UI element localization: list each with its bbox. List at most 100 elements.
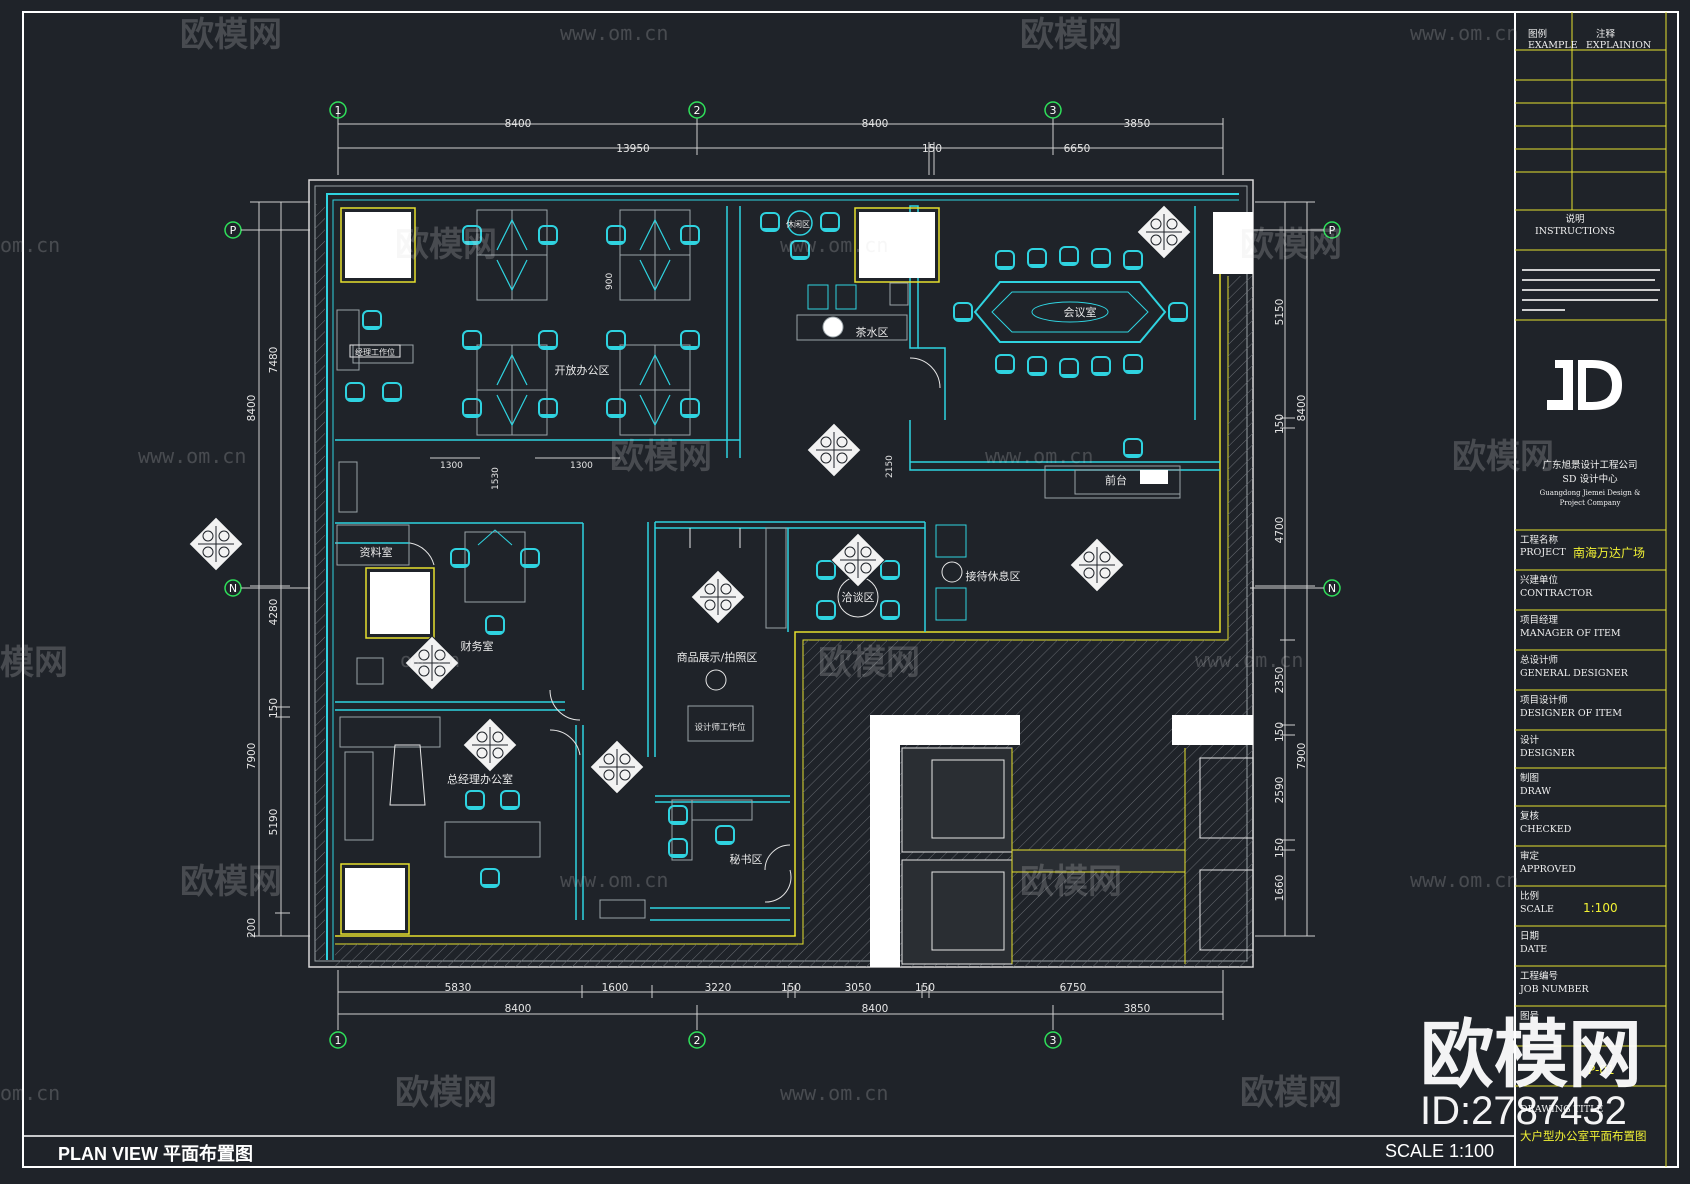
watermark-brand: 欧模网 xyxy=(395,225,497,265)
dim-bottom-h: 8400 xyxy=(505,1003,532,1015)
plan-view-label: PLAN VIEW 平面布置图 xyxy=(58,1143,253,1164)
axis-label: 3 xyxy=(1050,1034,1057,1047)
watermark-url: om.cn xyxy=(0,1081,60,1105)
watermark-url: www.om.cn xyxy=(780,233,888,257)
dim-bottom-i: 8400 xyxy=(862,1003,889,1015)
dim-inner-d: 2150 xyxy=(885,455,895,478)
axis-label: 2 xyxy=(694,1034,701,1047)
title-block: 图例 EXAMPLE 注释 EXPLAINION 说明 INSTRUCTIONS… xyxy=(1515,12,1667,1167)
checked-label: 复核 xyxy=(1520,810,1540,822)
axis-label: P xyxy=(1329,224,1336,237)
dim-bottom-a: 5830 xyxy=(445,982,472,994)
dimension-lines-right xyxy=(1255,201,1315,937)
dim-left-d: 150 xyxy=(268,698,280,718)
dim-top-c: 3850 xyxy=(1124,118,1151,130)
job-label: 工程编号 xyxy=(1520,970,1558,982)
dim-left-b: 8400 xyxy=(246,395,258,422)
dim-top-d: 13950 xyxy=(616,143,649,155)
room-open-office: 开放办公区 xyxy=(555,363,610,377)
dim-bottom-d: 150 xyxy=(781,982,801,994)
watermark-brand: 欧模网 xyxy=(610,437,712,477)
date-label: 日期 xyxy=(1520,931,1539,942)
showroom-furniture xyxy=(687,527,787,742)
doors xyxy=(409,357,941,903)
room-secretary: 秘书区 xyxy=(730,852,763,866)
dim-right-a: 5150 xyxy=(1274,299,1286,326)
instructions-label: 说明 xyxy=(1565,213,1584,225)
watermark-brand: 欧模网 xyxy=(395,1073,497,1113)
job-en: JOB NUMBER xyxy=(1519,984,1590,995)
watermark-id: ID:2787432 xyxy=(1420,1089,1627,1133)
dim-right-h: 2590 xyxy=(1274,777,1286,804)
project-value: 南海万达广场 xyxy=(1573,545,1645,560)
dim-inner-b: 1300 xyxy=(570,461,593,471)
axis-label: 3 xyxy=(1050,104,1057,117)
watermark-brand: 欧模网 xyxy=(1020,862,1122,902)
dim-bottom-f: 150 xyxy=(915,982,935,994)
legend-en: EXAMPLE xyxy=(1528,40,1578,51)
room-tea: 茶水区 xyxy=(856,326,889,339)
legend-label: 图例 xyxy=(1528,28,1547,40)
notes-label: 注释 xyxy=(1596,28,1616,40)
project-label: 工程名称 xyxy=(1520,534,1559,546)
dim-inner-a: 1300 xyxy=(440,461,463,471)
west-wall-hatch xyxy=(315,204,325,960)
room-meeting: 会议室 xyxy=(1064,305,1097,319)
contractor-en: CONTRACTOR xyxy=(1520,588,1593,599)
reception-desk xyxy=(1044,438,1181,499)
dim-right-c: 8400 xyxy=(1296,395,1308,422)
designer-en: DESIGNER xyxy=(1520,748,1576,759)
watermark-brand: 欧模网 xyxy=(818,643,920,683)
room-manager-station: 经理工作位 xyxy=(355,347,395,357)
scale-label: SCALE 1:100 xyxy=(1385,1141,1494,1161)
east-wall-hatch xyxy=(1228,276,1253,640)
watermark-url: www.om.cn xyxy=(560,21,668,45)
project-label-en: PROJECT xyxy=(1520,547,1566,558)
dimension-lines-top xyxy=(337,108,1224,175)
watermark-url: www.om.cn xyxy=(560,868,668,892)
manager-label: 项目经理 xyxy=(1520,614,1559,626)
watermark-big-brand: 欧模网 xyxy=(1420,1013,1642,1096)
draw-label: 制图 xyxy=(1520,772,1539,784)
waiting-sofas xyxy=(935,524,967,621)
dim-left-g: 200 xyxy=(246,918,258,938)
room-showroom: 商品展示/拍照区 xyxy=(677,650,758,664)
dim-bottom-e: 3050 xyxy=(845,982,872,994)
watermark-url: www.om.cn xyxy=(780,1081,888,1105)
finance-furniture xyxy=(356,529,540,685)
dim-right-j: 1660 xyxy=(1274,875,1286,902)
dim-top-f: 6650 xyxy=(1064,143,1091,155)
company-en-1: Guangdong Jiemei Design & xyxy=(1540,489,1641,497)
date-en: DATE xyxy=(1520,944,1547,955)
instructions-en: INSTRUCTIONS xyxy=(1535,226,1615,237)
watermark-url: www.om.cn xyxy=(1410,868,1518,892)
dim-right-d: 4700 xyxy=(1274,517,1286,544)
watermarks: 欧模网 www.om.cn 欧模网 www.om.cn om.cn 欧模网 ww… xyxy=(0,15,1554,1113)
room-lounge: 休闲区 xyxy=(786,219,810,229)
dimension-lines-bottom xyxy=(337,970,1224,1030)
elevator-core xyxy=(870,715,1254,967)
dim-top-e: 150 xyxy=(922,143,942,155)
watermark-url: www.om.cn xyxy=(985,444,1093,468)
dim-right-f: 150 xyxy=(1274,722,1286,742)
dim-top-a: 8400 xyxy=(505,118,532,130)
drawing-title-en: DRAWING TITLE xyxy=(1520,1104,1603,1115)
watermark-brand: 模网 xyxy=(0,643,68,683)
south-wall-hatch xyxy=(335,944,803,967)
room-negotiation: 洽谈区 xyxy=(842,591,875,604)
watermark-url: om.cn xyxy=(400,648,460,672)
watermark-url: om.cn xyxy=(0,233,60,257)
watermark-brand: 欧模网 xyxy=(1240,225,1342,265)
general-designer-label: 总设计师 xyxy=(1520,654,1558,666)
watermark-brand: 欧模网 xyxy=(1240,1073,1342,1113)
room-finance: 财务室 xyxy=(461,639,494,653)
designer-label: 设计 xyxy=(1520,734,1540,746)
axis-label: N xyxy=(1328,582,1336,595)
lounge-seats xyxy=(760,210,840,260)
secretary-desk xyxy=(599,799,753,919)
checked-en: CHECKED xyxy=(1520,824,1572,835)
watermark-brand: 欧模网 xyxy=(1452,437,1554,477)
inner-dimensions: 1300 1300 1530 2150 900 xyxy=(430,273,895,490)
room-archive: 资料室 xyxy=(360,545,393,559)
